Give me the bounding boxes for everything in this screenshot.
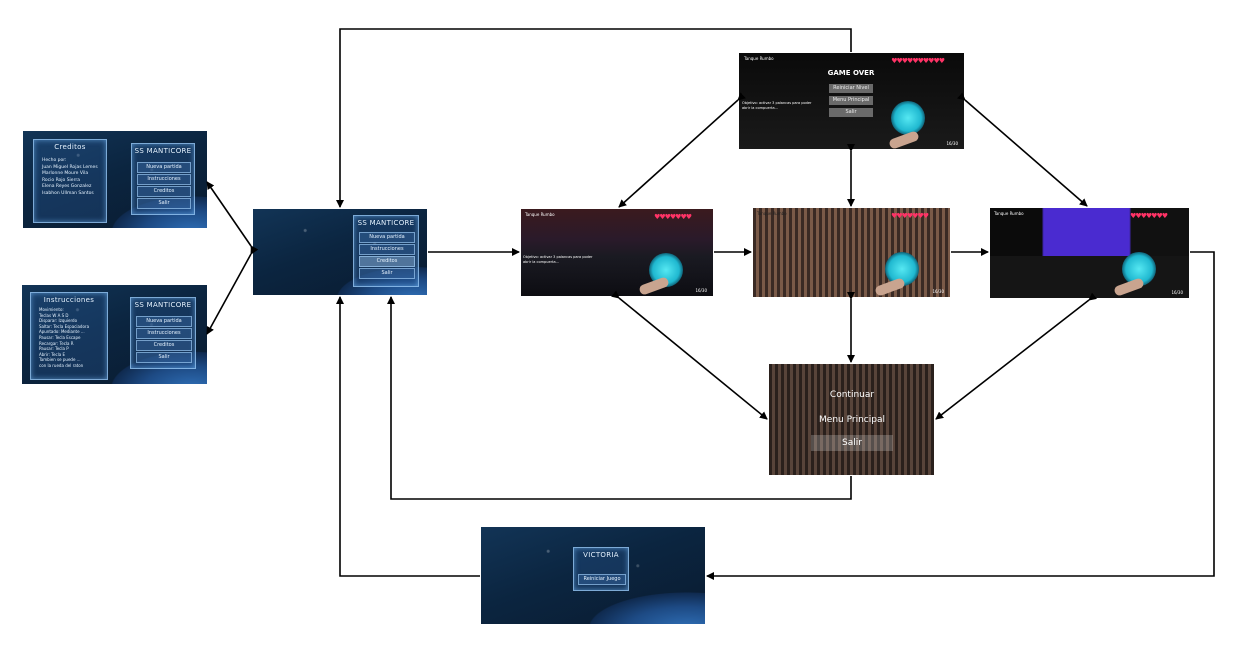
hud-hearts: ♥♥♥♥♥♥♥♥♥♥ <box>891 57 945 65</box>
blaster-icon <box>891 101 925 135</box>
creditos-lines: Hecho por: Juan Miguel Rojas Lemes Marlo… <box>42 158 100 197</box>
screen-game-over: Tanque Rumbo ♥♥♥♥♥♥♥♥♥♥ GAME OVER Reinic… <box>739 53 964 149</box>
creditos-line: Elena Reyes Gonzalez <box>42 184 92 189</box>
hud-ammo: 16/30 <box>946 141 958 146</box>
main-menu-title: SS MANTICORE <box>357 219 415 227</box>
instrucciones-lines: Movimiento: Teclas W A S D Disparar: Izq… <box>39 307 101 369</box>
hud-ammo: 16/30 <box>932 289 944 294</box>
arrow-gameover-level3 <box>957 92 1088 207</box>
instrucciones-line: Tambien se puede ... <box>39 357 81 363</box>
salir-button[interactable]: Salir <box>829 108 873 117</box>
screen-main-menu: SS MANTICORE Nueva partida Instrucciones… <box>253 209 427 295</box>
hud-corner-label: Tanque Rumbo <box>757 211 787 216</box>
arrow-gameover-level1 <box>618 92 746 208</box>
screen-level-1: Tanque Rumbo ♥♥♥♥♥♥♥ Objetivo: activar 3… <box>521 209 713 296</box>
hud-ammo: 16/30 <box>695 288 707 293</box>
instrucciones-title: Instrucciones <box>43 296 95 304</box>
creditos-line: Hecho por: <box>42 158 67 163</box>
instrucciones-line: Movimiento: <box>39 307 64 312</box>
side-menu-button[interactable]: Creditos <box>136 340 192 351</box>
screen-instrucciones: Instrucciones Movimiento: Teclas W A S D… <box>22 285 207 384</box>
arrow-pause-level1 <box>611 290 768 420</box>
instrucciones-line: con la rueda del raton <box>39 362 84 368</box>
reiniciar-juego-button[interactable]: Reiniciar Juego <box>578 574 626 585</box>
continuar-button[interactable]: Continuar <box>829 390 875 400</box>
creditos-line: Rocio Rojo Sierra <box>42 177 80 183</box>
screen-level-3: Tanque Rumbo ♥♥♥♥♥♥♥ 16/30 <box>990 208 1189 298</box>
side-menu-button[interactable]: Salir <box>136 352 192 363</box>
side-menu-button[interactable]: Nueva partida <box>136 316 192 327</box>
instrucciones-line: Saltar: Tecla Espaciadora <box>39 323 90 329</box>
hud-hearts: ♥♥♥♥♥♥♥ <box>654 213 692 221</box>
creditos-line: Juan Miguel Rojas Lemes <box>42 164 98 170</box>
side-menu-button[interactable]: Instrucciones <box>136 174 192 185</box>
instrucciones-line: Apuntado: Mediante ... <box>39 329 85 335</box>
main-menu-panel: SS MANTICORE Nueva partida Instrucciones… <box>353 215 419 287</box>
main-menu-nueva-partida[interactable]: Nueva partida <box>359 232 415 243</box>
main-menu-salir[interactable]: Salir <box>359 268 415 279</box>
hud-corner-label: Tanque Rumbo <box>744 56 774 61</box>
side-menu-button[interactable]: Instrucciones <box>136 328 192 339</box>
creditos-panel: Creditos Hecho por: Juan Miguel Rojas Le… <box>33 139 107 223</box>
side-menu-title: SS MANTICORE <box>134 301 192 309</box>
instrucciones-line: Abrir: Tecla E <box>39 351 66 357</box>
salir-button[interactable]: Salir <box>811 435 893 451</box>
creditos-line: Isabhon Ullman Santos <box>42 190 94 196</box>
instrucciones-panel: Instrucciones Movimiento: Teclas W A S D… <box>30 292 108 380</box>
victoria-title: VICTORIA <box>583 551 619 559</box>
game-over-title: GAME OVER <box>827 69 875 77</box>
creditos-side-menu: SS MANTICORE Nueva partida Instrucciones… <box>131 143 195 215</box>
main-menu-creditos[interactable]: Creditos <box>359 256 415 267</box>
hud-corner-label: Tanque Rumbo <box>525 212 555 217</box>
main-menu-instrucciones[interactable]: Instrucciones <box>359 244 415 255</box>
arrow-menu-instrucciones <box>206 245 258 335</box>
side-menu-button[interactable]: Salir <box>136 198 192 209</box>
reiniciar-nivel-button[interactable]: Reiniciar Nivel <box>829 84 873 93</box>
pause-overlay: Continuar Menu Principal Salir <box>769 364 934 475</box>
instrucciones-line: Teclas W A S D <box>39 312 69 318</box>
instrucciones-side-menu: SS MANTICORE Nueva partida Instrucciones… <box>130 297 196 369</box>
arrow-victoria-menu <box>336 296 480 577</box>
victoria-panel: VICTORIA Reiniciar Juego <box>573 547 629 591</box>
screen-victoria: VICTORIA Reiniciar Juego <box>481 527 705 624</box>
creditos-line: Marlonne Moure Vila <box>42 171 89 176</box>
instrucciones-line: Pausar: Tecla P <box>39 346 69 352</box>
menu-principal-button[interactable]: Menu Principal <box>829 96 873 105</box>
instrucciones-line: Pausar: Tecla Escape <box>39 334 81 340</box>
hud-hearts: ♥♥♥♥♥♥♥ <box>1130 212 1168 220</box>
hud-hearts: ♥♥♥♥♥♥♥ <box>891 212 929 220</box>
hud-corner-label: Tanque Rumbo <box>994 211 1024 216</box>
side-menu-title: SS MANTICORE <box>134 147 192 155</box>
screen-level-2: Tanque Rumbo ♥♥♥♥♥♥♥ 16/30 <box>753 208 950 297</box>
screen-creditos: Creditos Hecho por: Juan Miguel Rojas Le… <box>23 131 207 228</box>
side-menu-button[interactable]: Creditos <box>136 186 192 197</box>
creditos-title: Creditos <box>54 143 86 151</box>
side-menu-button[interactable]: Nueva partida <box>136 162 192 173</box>
menu-principal-button[interactable]: Menu Principal <box>819 415 885 425</box>
floor <box>990 256 1189 298</box>
hud-ammo: 16/30 <box>1171 290 1183 295</box>
instrucciones-line: Recargar: Tecla R <box>39 340 74 346</box>
arrow-pause-level3 <box>935 292 1097 420</box>
hud-mission: Objetivo: activar 3 palancas para poder … <box>742 101 812 110</box>
arrow-menu-creditos <box>206 181 259 255</box>
instrucciones-line: Disparar: Izquierdo <box>39 318 78 324</box>
hud-mission: Objetivo: activar 3 palancas para poder … <box>523 255 593 264</box>
